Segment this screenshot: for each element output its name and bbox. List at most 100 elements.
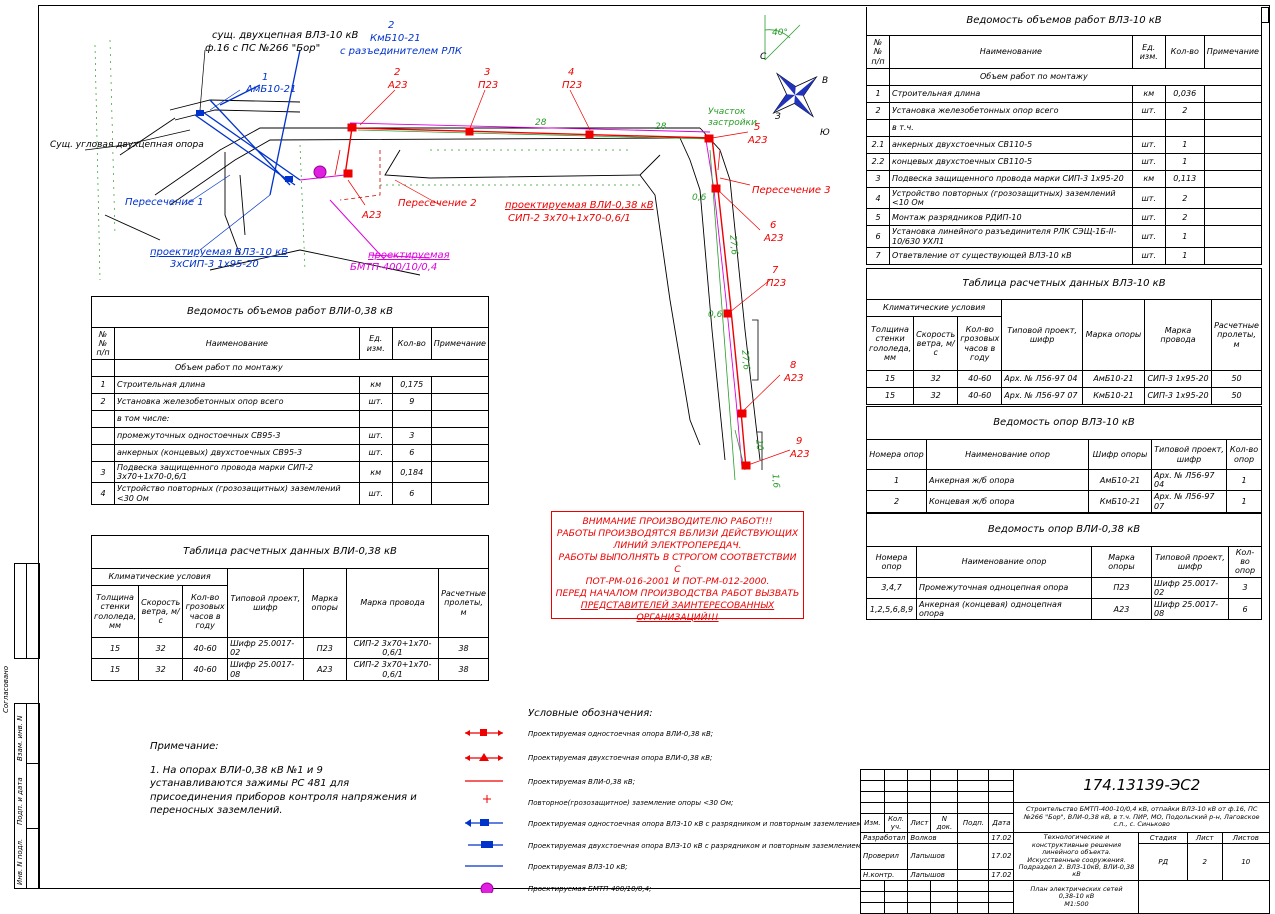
col-header: Ед. изм. [366, 334, 385, 353]
table-cell: КмБ10-21 [1081, 387, 1145, 405]
table-cell: 1,2,5,6,8,9 [866, 597, 917, 621]
col-header: Примечание [433, 338, 486, 348]
table-cell: Подвеска защищенного провода марки СИП-2… [114, 460, 360, 484]
label-pole-2-type: КмБ10-21 [370, 33, 421, 44]
text-label: Шифр опоры [1092, 449, 1148, 459]
table-vli-calc: Таблица расчетных данных ВЛИ-0,38 кВ Кли… [90, 535, 489, 681]
table-cell: 0,113 [1164, 170, 1205, 188]
label-exist-vlz: сущ. двухцепная ВЛЗ-10 кВ [212, 30, 359, 41]
label-crossing-2: Пересечение 2 [398, 198, 477, 209]
text-label: Наименование [979, 47, 1042, 57]
table-vlz-works: Ведомость объемов работ ВЛЗ-10 кВ № № п/… [866, 7, 1263, 265]
table-cell: 1 [1164, 225, 1205, 248]
text-label: Номера опор [875, 552, 908, 571]
label-crossing-3: Пересечение 3 [752, 185, 831, 196]
table-cell: 1 [1164, 136, 1205, 154]
table-cell: Устройство повторных (грозозащитных) заз… [889, 186, 1133, 210]
legend-item: Проектируемая одностоечная опора ВЛЗ-10 … [528, 820, 895, 828]
text-label: Марка провода [360, 598, 425, 608]
table-vli-works: Ведомость объемов работ ВЛИ-0,38 кВ № № … [91, 296, 490, 505]
table-cell: 32 [913, 370, 959, 388]
table-cell: Лапышов [907, 868, 959, 881]
object-desc: Технологические и конструктивные решения… [1018, 833, 1135, 879]
table-cell: шт. [1131, 102, 1166, 120]
text-label: Кол-во опор [1229, 445, 1259, 464]
table-cell: 2.1 [866, 136, 890, 154]
table-cell: 32 [913, 387, 959, 405]
table-cell: 7 [866, 246, 890, 265]
title-block: 174.13139-ЭС2 Строительство БМТП-400-10/… [859, 769, 1271, 914]
col-header: Кол-во [397, 338, 426, 348]
table-cell: Строительная длина [114, 376, 360, 394]
text-label: Типовой проект, шифр [1154, 445, 1224, 464]
legend-symbols [465, 729, 503, 893]
dim-28a: 28 [535, 118, 547, 128]
table-cell: Лист [907, 812, 932, 834]
warning-line: ПЕРЕД НАЧАЛОМ ПРОИЗВОДСТВА РАБОТ ВЫЗВАТЬ [555, 587, 800, 599]
text-label: Марка опоры [311, 593, 339, 612]
text-label: План электрических сетей [1030, 884, 1123, 893]
table-cell: Шифр 25.0017-08 [1151, 597, 1229, 621]
table-cell: 15 [90, 658, 140, 681]
leader-lines-red [347, 89, 791, 466]
table-cell: 40-60 [182, 658, 229, 681]
table-cell: Установка железобетонных опор всего [114, 393, 360, 411]
text-label: Типовой проект, шифр [1007, 325, 1077, 344]
dim-276b: 27,6 [739, 349, 751, 371]
label-site: Участок [708, 107, 746, 117]
label-p9: 9 [796, 436, 803, 447]
text-label: Марка опоры [1085, 330, 1142, 340]
table-title: Ведомость объемов работ ВЛИ-0,38 кВ [187, 306, 393, 318]
table-title: Ведомость опор ВЛЗ-10 кВ [993, 417, 1135, 429]
label-proj-bmtp-2: БМТП-400/10/0,4 [350, 262, 438, 273]
label-p4t: П23 [562, 80, 583, 91]
table-cell: шт. [358, 444, 393, 462]
warning-line: РАБОТЫ ПРОИЗВОДЯТСЯ ВБЛИЗИ ДЕЙСТВУЮЩИХ [556, 527, 799, 539]
table-cell: 6 [391, 444, 432, 462]
compass-u: Ю [820, 128, 830, 138]
table-cell: в том числе: [114, 410, 360, 428]
dim-06a: 0,6 [692, 193, 707, 203]
legend-item: Проектируемая одностоечная опора ВЛИ-0,3… [528, 730, 714, 738]
table-cell: N док. [930, 812, 959, 834]
table-cell: 40-60 [957, 387, 1003, 405]
table-cell: П23 [1091, 576, 1152, 599]
label-proj-vli-2: СИП-2 3х70+1х70-0,6/1 [508, 213, 631, 224]
table-cell: АмБ10-21 [1081, 370, 1145, 388]
table-cell: 6 [1228, 597, 1262, 621]
table-cell: Н.контр. [859, 868, 909, 881]
table-cell: анкерных двухстоечных СВ110-5 [889, 136, 1133, 154]
label-p3: 3 [484, 67, 491, 78]
dim-16: 1,6 [769, 473, 781, 489]
table-cell: 1 [1164, 153, 1205, 171]
table-cell: км [358, 460, 393, 484]
table-cell: Шифр 25.0017-08 [227, 658, 304, 681]
table-title: Ведомость опор ВЛИ-0,38 кВ [987, 524, 1141, 536]
table-cell: км [358, 376, 393, 394]
table-cell: А23 [302, 658, 347, 681]
table-cell: 2 [866, 102, 890, 120]
section-label: Объем работ по монтажу [175, 363, 283, 373]
leader-lines [84, 49, 206, 151]
table-cell: Монтаж разрядников РДИП-10 [889, 208, 1133, 227]
table-vlz-calc: Таблица расчетных данных ВЛЗ-10 кВ Клима… [865, 268, 1262, 405]
label-proj-bmtp: проектируемая [368, 250, 450, 261]
text-label: 0,38-10 кВ [1058, 892, 1095, 901]
label-p3t: П23 [478, 80, 499, 91]
table-cell: Разработал [859, 832, 909, 845]
dimension-lines [357, 129, 746, 481]
table-cell: км [1131, 170, 1166, 188]
text-label: Примечание [1206, 47, 1259, 57]
side-label-replace: Взам. инв. N [16, 715, 24, 761]
label-p6t: А23 [764, 233, 784, 244]
text-label: Ед. изм. [1139, 42, 1158, 61]
label-site-2: застройки [708, 118, 757, 128]
